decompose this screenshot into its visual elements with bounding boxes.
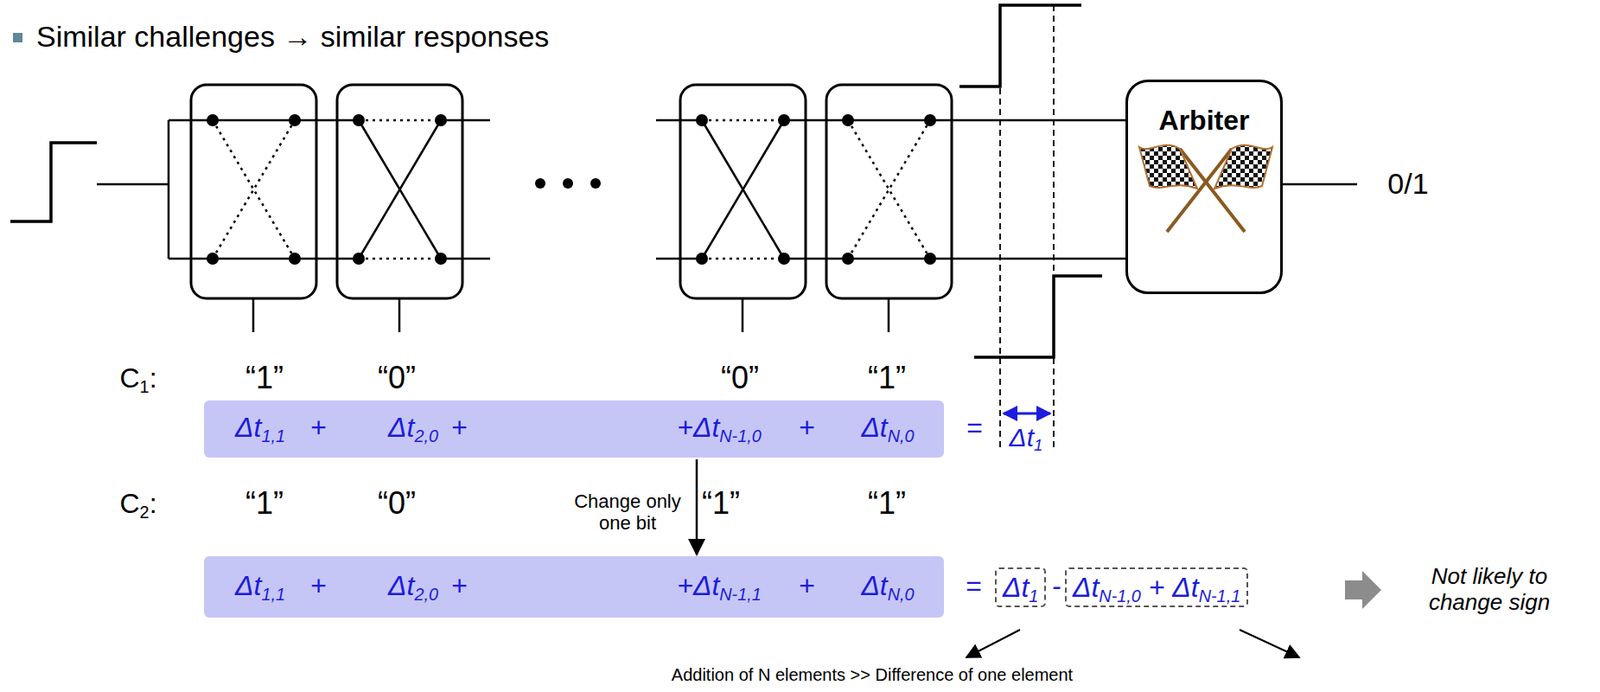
delay-term: Δt2,0 (388, 411, 439, 444)
delay-term: + (451, 568, 468, 601)
delay-difference: Δt1 (1009, 422, 1044, 453)
note: Addition of N elements >> Difference of … (671, 664, 1073, 685)
conclusion-note: Not likely to change sign (1401, 563, 1579, 616)
ellipsis-dot (562, 178, 574, 189)
subscript: 2,0 (414, 583, 439, 603)
challenge-bit: “0” (720, 359, 759, 396)
dashed-term-box: Δt1 (994, 567, 1046, 608)
time-marker (1052, 5, 1055, 452)
delay-term: + (310, 568, 327, 601)
delay-arrow (1003, 412, 1051, 415)
ellipsis-dot (535, 178, 546, 189)
subscript: N,0 (887, 583, 915, 603)
delay-wires (96, 120, 1126, 259)
challenge-name: C1: (119, 362, 157, 395)
challenge-bit: “1” (245, 484, 284, 521)
delay-term: + (798, 411, 816, 444)
edge-label: Change only one bit (567, 490, 689, 535)
delay-term: ΔtN-1,0 + ΔtN-1,1 (1072, 571, 1241, 604)
output-step (959, 5, 1082, 87)
challenge-name: C2: (119, 487, 157, 520)
arbiter-box: Arbiter (1125, 79, 1283, 294)
slide-title: Similar challenges → similar responses (36, 19, 549, 54)
challenge-bit: “1” (245, 359, 284, 396)
box-title: Arbiter (1159, 104, 1250, 137)
challenge-bit: “0” (377, 359, 416, 396)
input-step (10, 142, 97, 222)
output-step (974, 275, 1103, 357)
delay-term: +ΔtN-1,1 (676, 568, 762, 601)
output-value: 0/1 (1387, 166, 1428, 201)
subscript: 1 (1028, 585, 1039, 605)
delay-term: Δt2,0 (388, 568, 439, 601)
challenge-bit: “1” (867, 359, 906, 396)
equals-sign: = (966, 411, 983, 444)
challenge-bit: “0” (377, 484, 416, 521)
checkered-flags (1139, 145, 1273, 232)
delay-sum-band: Δt1,1 + Δt2,0 + +ΔtN-1,1 + ΔtN,0 (203, 555, 944, 618)
delay-term: ΔtN,0 (860, 568, 914, 601)
dashed-term-box: ΔtN-1,0 + ΔtN-1,1 (1064, 567, 1249, 608)
challenge-bit: “1” (701, 484, 740, 521)
result-arrow (1345, 570, 1382, 609)
delay-term: + (310, 411, 327, 444)
subscript: 2 (140, 502, 150, 522)
subscript: 1 (140, 376, 150, 396)
ellipsis-dot (590, 178, 601, 189)
leader-arrow (1239, 629, 1300, 657)
delay-term: Δt1,1 (235, 568, 286, 601)
equals-sign: = (965, 569, 982, 602)
subscript: N-1,0 (719, 426, 762, 446)
delay-term: + (451, 411, 468, 444)
output-wire (1282, 183, 1358, 186)
delay-term: + (798, 568, 816, 601)
subscript: 2,0 (414, 426, 439, 446)
subscript: N-1,1 (1198, 585, 1242, 605)
delay-term: Δt1,1 (235, 411, 286, 444)
subscript: N-1,1 (719, 583, 762, 603)
delay-sum-band: Δt1,1 + Δt2,0 + +ΔtN-1,0 + ΔtN,0 (203, 400, 944, 458)
time-marker (999, 5, 1001, 452)
subscript: N,0 (887, 426, 915, 446)
leader-arrow (966, 629, 1020, 657)
subscript: N-1,0 (1098, 585, 1142, 605)
delay-term: +ΔtN-1,0 (676, 411, 762, 444)
bullet (12, 32, 23, 43)
change-arrow (695, 458, 699, 555)
delay-term: ΔtN,0 (860, 411, 914, 444)
subscript: 1,1 (261, 583, 286, 603)
delay-term: Δt1 (1002, 571, 1039, 604)
switch-stages (191, 84, 952, 332)
minus-sign: - (1051, 569, 1062, 602)
subscript: 1,1 (261, 426, 286, 446)
challenge-bit: “1” (867, 484, 906, 521)
subscript: 1 (1033, 435, 1043, 454)
